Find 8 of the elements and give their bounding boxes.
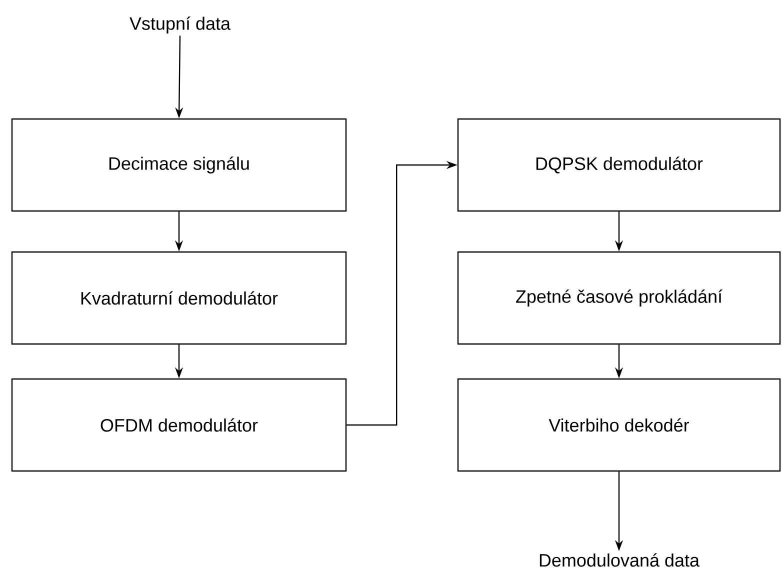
process-box: DQPSK demodulátor bbox=[457, 118, 781, 212]
io-label: Vstupní data bbox=[130, 16, 231, 34]
process-box: Kvadraturní demodulátor bbox=[11, 251, 347, 345]
process-box: Zpetné časové prokládání bbox=[457, 251, 781, 345]
process-box: Viterbiho dekodér bbox=[457, 378, 781, 472]
process-box: OFDM demodulátor bbox=[11, 378, 347, 472]
process-box: Decimace signálu bbox=[11, 118, 347, 212]
io-label: Demodulovaná data bbox=[540, 553, 700, 567]
